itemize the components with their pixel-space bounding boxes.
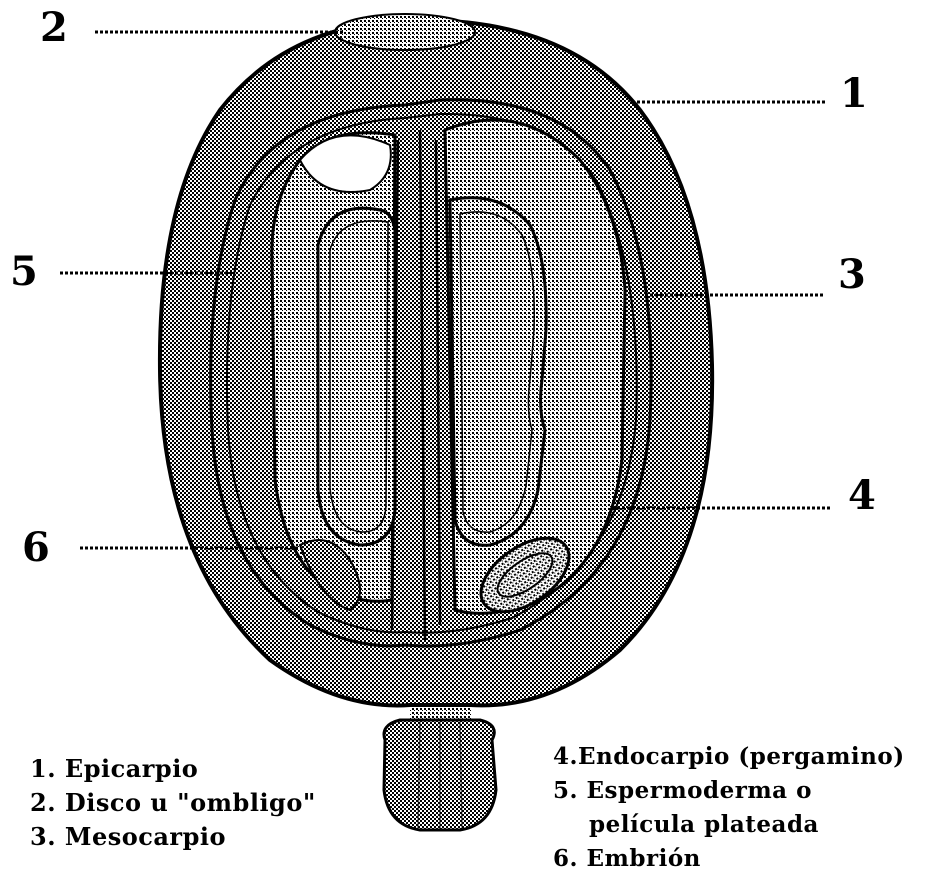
- stalk: [384, 690, 496, 830]
- legend-right: 4.Endocarpio (pergamino) 5. Espermoderma…: [553, 740, 905, 876]
- callout-2: 2: [40, 8, 68, 48]
- left-seed: [272, 133, 395, 601]
- callout-4: 4: [848, 476, 876, 516]
- legend-item-3: 3. Mesocarpio: [30, 820, 316, 854]
- fruit-outline: [160, 14, 712, 705]
- legend-item-2: 2. Disco u "ombligo": [30, 786, 316, 820]
- legend-left: 1. Epicarpio 2. Disco u "ombligo" 3. Mes…: [30, 752, 316, 854]
- callout-5: 5: [10, 252, 38, 292]
- callout-6: 6: [22, 528, 50, 568]
- callout-3: 3: [838, 255, 866, 295]
- legend-item-5-cont: película plateada: [553, 808, 905, 842]
- legend-item-4: 4.Endocarpio (pergamino): [553, 740, 905, 774]
- legend-item-1: 1. Epicarpio: [30, 752, 316, 786]
- legend-item-5: 5. Espermoderma o: [553, 774, 905, 808]
- legend-item-6: 6. Embrión: [553, 842, 905, 876]
- callout-1: 1: [840, 74, 868, 114]
